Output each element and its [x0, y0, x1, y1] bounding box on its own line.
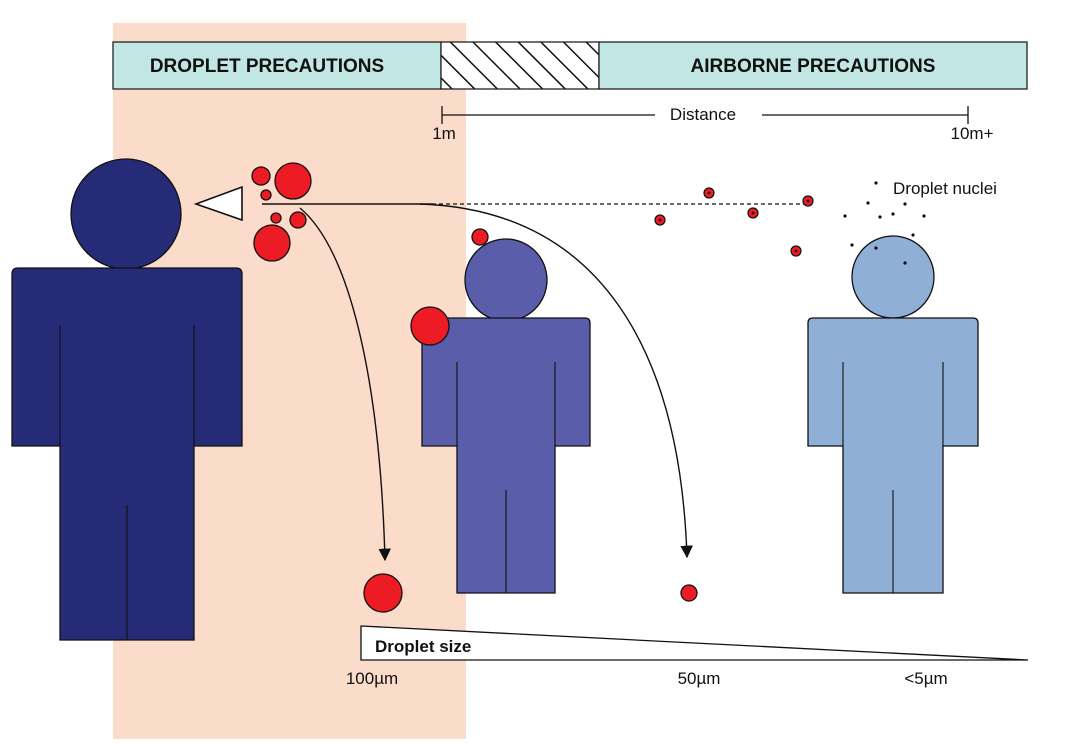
droplet [471, 228, 489, 246]
far-person [807, 235, 979, 594]
droplet [410, 306, 450, 346]
droplet [274, 162, 312, 200]
nucleus-dot [903, 202, 907, 206]
droplet-nuclei [843, 181, 926, 265]
nucleus-dot [866, 201, 870, 205]
distance-end-label: 10m+ [951, 124, 994, 143]
transition-band-hatched [440, 41, 600, 90]
droplet-size-tick-50: 50µm [678, 669, 721, 688]
small-droplet-core [806, 199, 810, 203]
nucleus-dot [878, 215, 882, 219]
source-person-head [70, 158, 182, 270]
far-person-body [807, 317, 979, 594]
droplet [289, 211, 307, 229]
source-person-body [11, 267, 243, 641]
middle-person [421, 238, 591, 594]
source-person [11, 158, 243, 641]
small-droplet-core [794, 249, 798, 253]
droplets [251, 162, 698, 613]
nucleus-dot [903, 261, 907, 265]
middle-person-head [464, 238, 548, 322]
nucleus-dot [874, 181, 878, 185]
small-droplet-core [751, 211, 755, 215]
droplet-size-title: Droplet size [375, 637, 471, 656]
droplet-size-scale: Droplet size 100µm 50µm <5µm [346, 625, 1029, 688]
droplet [270, 212, 282, 224]
droplet-trajectories [262, 203, 808, 562]
droplet [253, 224, 291, 262]
nucleus-dot [891, 212, 895, 216]
droplet-size-wedge [360, 625, 1029, 661]
droplet [680, 584, 698, 602]
distance-start-label: 1m [432, 124, 456, 143]
nucleus-dot [911, 233, 915, 237]
droplet-size-tick-100: 100µm [346, 669, 398, 688]
droplet-band [112, 41, 442, 90]
droplet [251, 166, 271, 186]
nucleus-dot [922, 214, 926, 218]
droplet-precautions-label: DROPLET PRECAUTIONS [150, 56, 384, 77]
airborne-precautions-label: AIRBORNE PRECAUTIONS [691, 56, 936, 77]
precaution-band: DROPLET PRECAUTIONS AIRBORNE PRECAUTIONS [112, 41, 1028, 90]
small-droplet-core [658, 218, 662, 222]
droplet-size-tick-5: <5µm [904, 669, 947, 688]
large-droplet-fall-arrow [299, 207, 391, 562]
small-droplets [654, 187, 814, 257]
far-person-head [851, 235, 935, 319]
medium-droplet-fall-arrow [419, 203, 693, 559]
source-mouth-cone [193, 185, 243, 222]
distance-label: Distance [670, 105, 736, 124]
nucleus-dot [850, 243, 854, 247]
droplet-nuclei-label: Droplet nuclei [893, 179, 997, 198]
distance-scale: Distance 1m 10m+ [432, 105, 993, 143]
airborne-band [598, 41, 1028, 90]
small-droplet-core [707, 191, 711, 195]
droplet [363, 573, 403, 613]
droplet [260, 189, 272, 201]
nucleus-dot [874, 246, 878, 250]
nucleus-dot [843, 214, 847, 218]
